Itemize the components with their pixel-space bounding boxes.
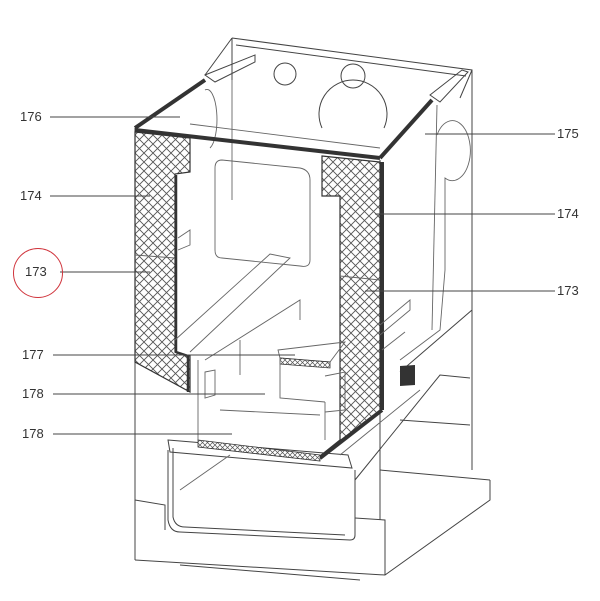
part-label-174-right: 174 xyxy=(557,206,579,221)
part-label-173-right: 173 xyxy=(557,283,579,298)
bottom-insulation xyxy=(197,340,346,462)
left-insulation-panel xyxy=(134,131,191,394)
part-label-176: 176 xyxy=(20,109,42,124)
highlight-circle xyxy=(13,248,63,298)
part-label-178-lower: 178 xyxy=(22,426,44,441)
right-insulation-panel xyxy=(319,155,381,457)
inner-liner xyxy=(174,159,411,361)
leader-lines xyxy=(50,116,555,435)
part-label-175: 175 xyxy=(557,126,579,141)
cabinet-outline xyxy=(134,37,491,581)
thick-edge-strips xyxy=(133,78,434,460)
part-label-174-left: 174 xyxy=(20,188,42,203)
part-label-177: 177 xyxy=(22,347,44,362)
part-label-178-upper: 178 xyxy=(22,386,44,401)
